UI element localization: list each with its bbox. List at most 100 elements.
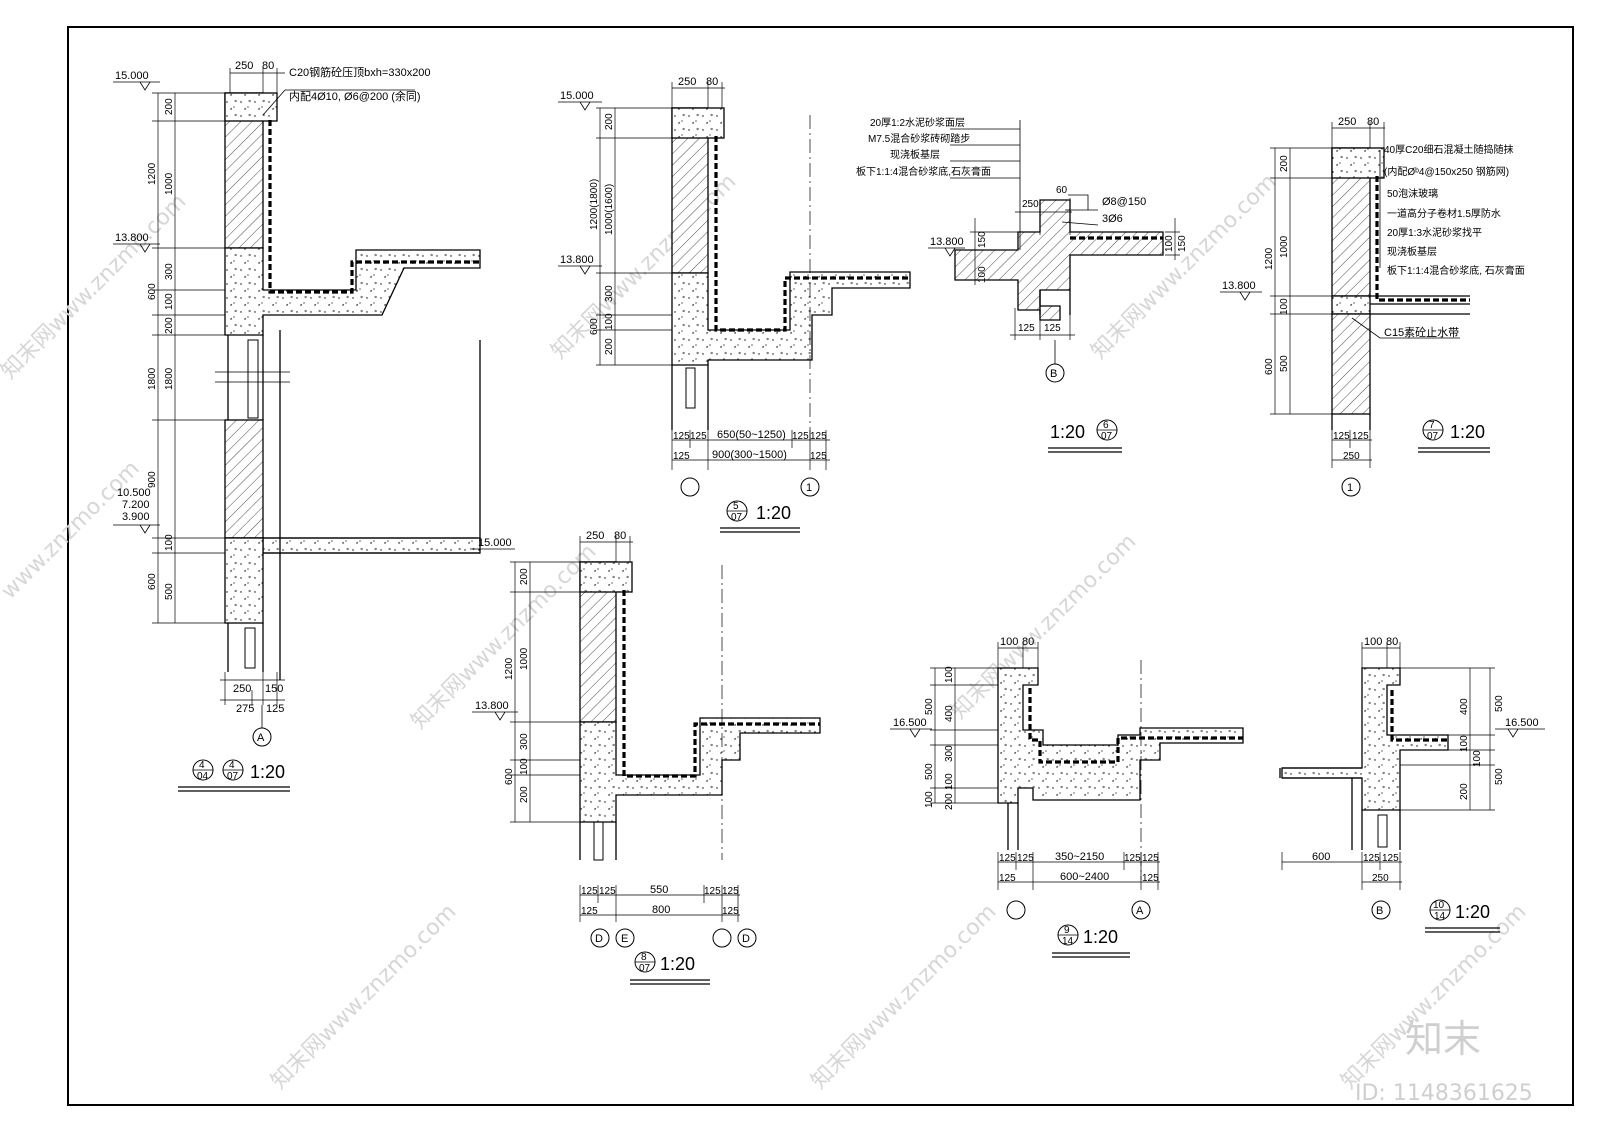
d8-dim-inner-1: 200 [519,568,530,585]
d4-dim-inner-8: 500 [164,583,175,600]
d5-dim-inner-5: 200 [604,338,615,355]
d9-dim-inner-2: 400 [944,705,955,722]
d6-note-3: 现浇板基层 [890,148,940,161]
d7-scale: 1:20 [1450,422,1485,442]
d6-dim-side-r1: 100 [1164,235,1175,252]
d8-dim-inner-4: 100 [519,758,530,775]
d5-elev-mid: 13.800 [560,254,594,266]
d5-scale: 1:20 [756,503,791,523]
d9-axis-bubble-left [1006,900,1026,920]
d9-dim-outer-3: 100 [924,791,935,808]
d6-title: 6 [1103,420,1109,431]
d8-elev: 13.800 [475,700,509,712]
d10-dim-inner-4: 200 [1459,783,1470,800]
d4-coping [224,92,278,122]
detail-10: 100 80 16.500 500 500 400 100 100 200 60… [1279,636,1545,933]
d10-dim-outer-2: 500 [1494,768,1505,785]
watermark-text: 知末网www.znzmo.com [0,189,191,384]
d6-dim-side-l2: 100 [977,266,988,283]
d7-waterproof-layer [1375,176,1470,302]
d8-dim-b1-2: 125 [599,886,616,897]
d7-note-6: 现浇板基层 [1387,245,1437,258]
detail-5: 250 80 15.000 13.800 1200(1800) 600 200 … [558,76,911,533]
d7-dim-b1-1: 125 [1333,431,1350,442]
d7-note-2: (内配Øᵇ4@150x250 钢筋网) [1384,165,1509,178]
d10-dim-inner-1: 400 [1459,698,1470,715]
detail-9: 100 80 16.500 500 500 100 100 400 300 10… [890,636,1244,958]
watermark-text: 知末网www.znzmo.com [267,899,462,1094]
d9-parapet-section [997,667,1244,804]
d8-dim-b2-3: 125 [722,906,739,917]
d5-dim-b2-1: 125 [673,451,690,462]
d7-dim-b2-1: 250 [1343,451,1360,462]
d8-axis-2: E [621,933,628,945]
d8-axis-bubble-2 [615,928,635,948]
d8-axis-bubble-3 [712,928,732,948]
d5-dim-b2-3: 125 [810,451,827,462]
d4-dim-bottom-1a: 250 [233,683,251,695]
d6-axis: B [1050,368,1057,380]
watermark-text: 知末网www.znzmo.com [947,529,1142,724]
d7-note-5: 20厚1:3水泥砂浆找平 [1387,226,1482,239]
d5-elev-top: 15.000 [560,90,594,102]
d8-title: 8 [641,952,647,963]
d9-dim-b1-2: 125 [1017,853,1034,864]
d5-dim-outer-2: 600 [589,318,600,335]
d9-dim-b1-5: 125 [1142,853,1159,864]
d6-dim-top-1: 250 [1022,199,1039,210]
d6-note-2: M7.5混合砂浆砖砌踏步 [868,132,970,145]
d9-dim-inner-3: 300 [944,745,955,762]
detail-7: 250 80 1200 600 200 1000 100 500 13.800 … [1220,116,1525,497]
watermark-text: 知末网www.znzmo.com [1337,899,1532,1094]
d5-axis-right: 1 [806,482,812,494]
d9-dim-top-b: 80 [1022,636,1034,648]
d7-dim-top-a: 250 [1338,116,1356,128]
d4-elev-right: 15.000 [478,537,512,549]
d9-dim-b2-3: 125 [1142,873,1159,884]
d4-dim-inner-6: 1800 [164,367,175,390]
d8-dim-b1-3: 550 [650,884,668,896]
d6-scale: 1:20 [1050,422,1085,442]
d4-title-b-sub: 07 [227,771,239,782]
d7-dim-inner-3: 100 [1279,298,1290,315]
d8-dim-b2-2: 800 [652,904,670,916]
d8-dim-b1-1: 125 [581,886,598,897]
d6-note-4: 板下1:1:4混合砂浆底,石灰膏面 [856,165,991,178]
d9-dim-b1-4: 125 [1124,853,1141,864]
d6-elev: 13.800 [930,236,964,248]
d7-dim-inner-1: 200 [1279,155,1290,172]
d7-note-1: 40厚C20细石混凝土随捣随抹 [1384,143,1513,156]
watermark-brand: 知末 [1405,1017,1481,1061]
d10-dim-top-a: 100 [1364,636,1382,648]
d8-dim-inner-5: 200 [519,786,530,803]
d10-scale: 1:20 [1455,902,1490,922]
detail-6: 125 125 B 20厚1:2水泥砂浆面层 M7.5混合砂浆砖砌踏步 现浇板基… [856,116,1188,453]
d8-dim-inner-3: 300 [519,733,530,750]
d5-dim-b1-2: 125 [690,431,707,442]
d5-dim-b1-4: 125 [792,431,809,442]
d5-title: 5 [733,501,739,512]
d5-waterproof-layer [714,136,910,332]
watermark-text: www.znzmo.com [0,456,145,604]
d4-axis-label: A [257,732,265,744]
d9-dim-b2-1: 125 [999,873,1016,884]
d4-dim-outer-3: 1800 [147,367,158,390]
d5-dim-inner-2: 1000(1600) [604,184,615,235]
d10-dim-inner-2: 100 [1459,735,1470,752]
d7-waterstop: C15素砼止水带 [1384,326,1459,339]
d7-title: 7 [1429,420,1435,431]
d8-dim-b1-5: 125 [722,886,739,897]
d6-dim-side-r2: 150 [1177,235,1188,252]
d6-axis-bubble [1045,363,1065,383]
d7-coping [1331,147,1385,179]
d4-note-1: C20钢筋砼压顶bxh=330x200 [289,65,431,79]
d4-dim-bottom-2b: 125 [266,703,284,715]
d10-dim-b2-1: 250 [1372,873,1389,884]
d10-axis-bubble [1371,900,1391,920]
d4-dim-outer-1: 1200 [147,162,158,185]
d4-lower-wall [224,419,264,539]
d4-note-2: 内配4Ø10, Ø6@200 (余同) [289,89,421,103]
d10-title: 10 [1433,900,1445,911]
d7-dim-outer-1: 1200 [1264,247,1275,270]
d9-axis-bubble-right [1131,900,1151,920]
